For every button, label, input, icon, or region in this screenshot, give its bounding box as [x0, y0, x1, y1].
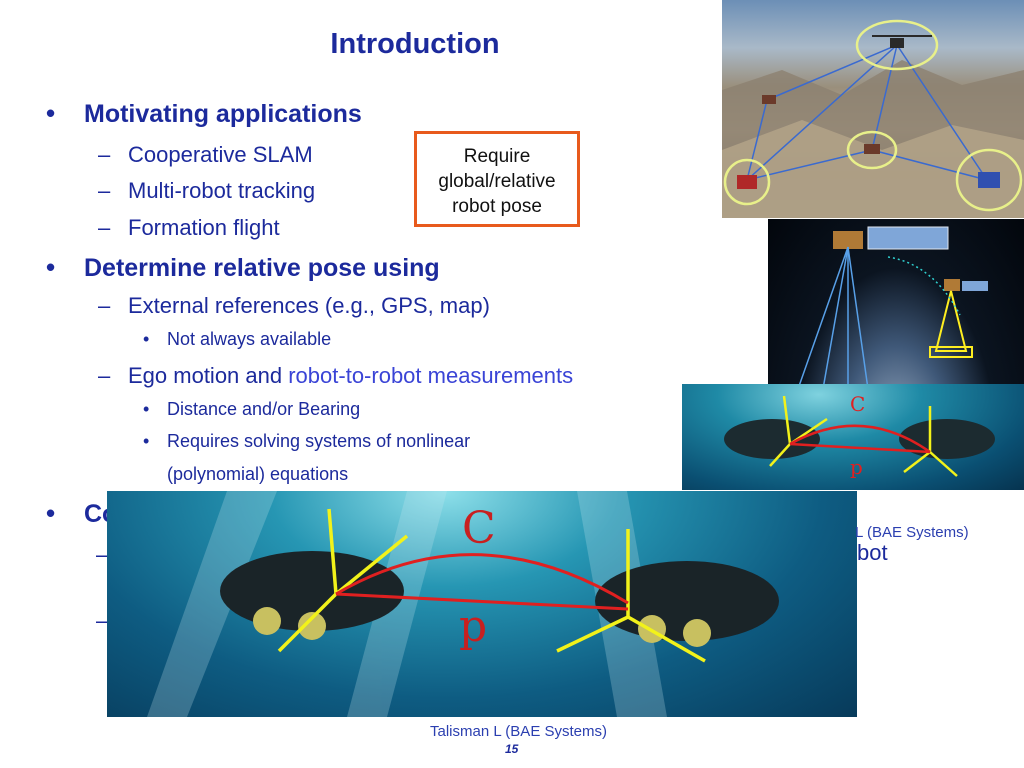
dash-icon: – [98, 178, 111, 203]
sub-item-text: Cooperative SLAM [128, 142, 313, 167]
sub-item-text: Multi-robot tracking [128, 178, 316, 203]
dot-icon: • [143, 431, 150, 451]
highlight-text: robot-to-robot measurements [288, 363, 574, 388]
partial-text-right: bot [857, 540, 888, 565]
space-formation-photo [768, 219, 1024, 389]
sub-item: – Cooperative SLAM [98, 142, 313, 168]
figure-label-p: p [850, 455, 863, 479]
underwater-robots-large-photo: C p [107, 491, 857, 717]
callout-box: Require global/relative robot pose [414, 131, 580, 227]
subsub-item-text: (polynomial) equations [167, 464, 349, 484]
sub-item-text: External references (e.g., GPS, map) [128, 293, 490, 318]
dash-icon: – [98, 293, 111, 318]
subsub-item-text: Requires solving systems of nonlinear [167, 431, 471, 451]
partial-caption: L (BAE Systems) [855, 524, 969, 541]
dash-icon: – [96, 608, 109, 633]
dash-icon: – [98, 142, 111, 167]
subsub-item: • Requires solving systems of nonlinear [143, 431, 471, 452]
space-formation-illustration [797, 226, 988, 389]
dash-icon: – [98, 215, 111, 240]
bullet-text: Motivating applications [84, 100, 362, 128]
desert-robots-photo [722, 0, 1024, 218]
callout-line: Require [463, 146, 531, 167]
underwater-pose-diagram-small: C p [724, 392, 995, 479]
underwater-pose-diagram-large: C p [147, 491, 779, 717]
callout-line: robot pose [452, 196, 542, 217]
subsub-item-text: Distance and/or Bearing [167, 399, 361, 419]
page-number: 15 [505, 742, 519, 756]
bullet-text: Determine relative pose using [84, 254, 440, 282]
bullet-motivating: • Motivating applications [46, 98, 362, 129]
sub-item-text: Formation flight [128, 215, 280, 240]
sub-item: – Multi-robot tracking [98, 178, 316, 204]
bullet-dot-icon: • [46, 252, 56, 282]
sub-item: – External references (e.g., GPS, map) [98, 293, 490, 319]
dot-icon: • [143, 329, 150, 349]
subsub-item: • Not always available [143, 329, 332, 350]
figure-label-c: C [850, 392, 865, 416]
figure-label-c: C [462, 503, 496, 554]
sub-item: – Formation flight [98, 215, 280, 241]
dot-icon: • [143, 399, 150, 419]
bullet-dot-icon: • [46, 498, 56, 528]
underwater-robots-small-photo: C p [682, 384, 1024, 490]
dash-icon: – [98, 363, 111, 388]
sub-item-text: Ego motion and [128, 363, 289, 388]
sub-item: – Ego motion and robot-to-robot measurem… [98, 363, 574, 389]
subsub-item-text: Not always available [167, 329, 332, 349]
subsub-item: • Distance and/or Bearing [143, 399, 361, 420]
dash-icon: – [96, 542, 109, 567]
callout-line: global/relative [438, 171, 556, 192]
subsub-item-continued: (polynomial) equations [167, 464, 348, 485]
figure-label-p: p [459, 601, 487, 652]
bullet-dot-icon: • [46, 98, 56, 128]
slide-title: Introduction [330, 28, 500, 60]
bullet-determine: • Determine relative pose using [46, 252, 440, 283]
image-caption: Talisman L (BAE Systems) [430, 723, 607, 740]
desert-robots-illustration [722, 19, 1024, 218]
